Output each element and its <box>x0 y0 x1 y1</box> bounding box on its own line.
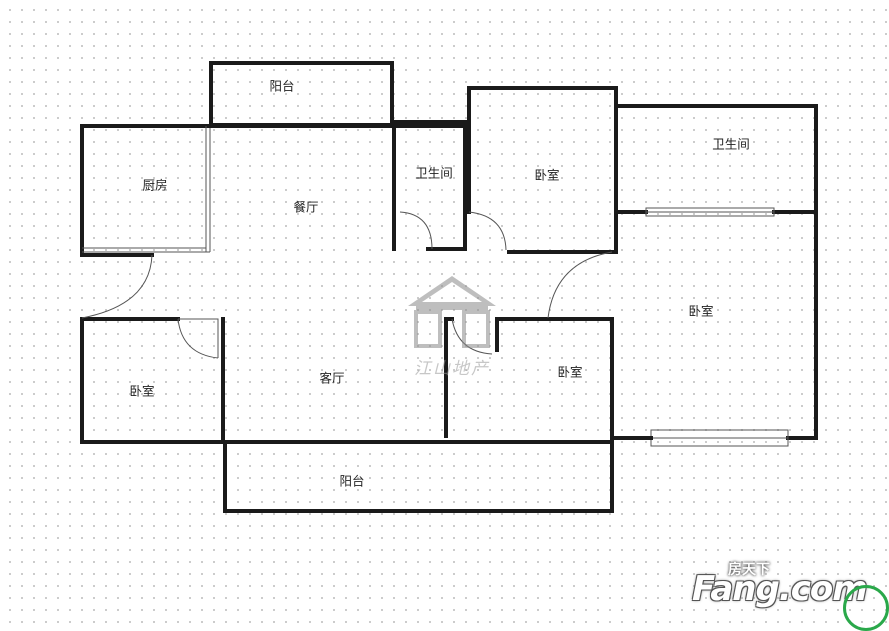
right-window-bottom <box>650 429 789 447</box>
mid-wall <box>444 317 454 438</box>
label-dining: 餐厅 <box>293 200 318 215</box>
door-bath-small <box>399 211 433 250</box>
bedroom-mid-walls <box>495 317 614 444</box>
brand-logo: 房天下 Fang.com <box>692 559 889 631</box>
label-balcony-top: 阳台 <box>269 79 294 94</box>
bedroom-left-walls <box>80 317 225 444</box>
label-bath-right: 卫生间 <box>712 137 750 152</box>
room-labels: 阳台 厨房 餐厅 卫生间 卧室 卫生间 卧室 卧室 客厅 卧室 阳台 <box>129 79 749 489</box>
balcony-bottom-walls <box>223 440 614 513</box>
bedroom-top-walls <box>467 86 618 254</box>
door-bedroom-right <box>547 251 613 319</box>
door-bedroom-left <box>177 318 219 359</box>
walls <box>80 61 818 513</box>
label-bedroom-top: 卧室 <box>534 168 559 183</box>
watermark-logo: 江山地产 <box>408 276 496 379</box>
watermark-text: 江山地产 <box>414 359 490 379</box>
brand-en: Fang.com <box>692 569 868 609</box>
bath-small-walls <box>392 120 467 251</box>
bath-right-walls <box>614 104 818 214</box>
balcony-top-walls <box>209 61 394 127</box>
label-bath-small: 卫生间 <box>415 166 453 181</box>
door-kitchen <box>81 254 153 319</box>
brand-cn: 房天下 <box>728 562 770 578</box>
right-window-top <box>645 207 775 217</box>
label-bedroom-left: 卧室 <box>129 384 154 399</box>
kitchen-walls <box>80 124 213 257</box>
corner-circle-icon <box>843 585 889 631</box>
label-living: 客厅 <box>319 371 344 386</box>
label-bedroom-mid: 卧室 <box>557 365 582 380</box>
label-bedroom-right: 卧室 <box>688 304 713 319</box>
door-bedroom-top <box>468 211 507 251</box>
label-balcony-bottom: 阳台 <box>339 474 364 489</box>
doors <box>81 211 613 359</box>
kitchen-window <box>82 126 211 253</box>
bedroom-right-walls <box>786 210 818 440</box>
label-kitchen: 厨房 <box>142 178 167 193</box>
